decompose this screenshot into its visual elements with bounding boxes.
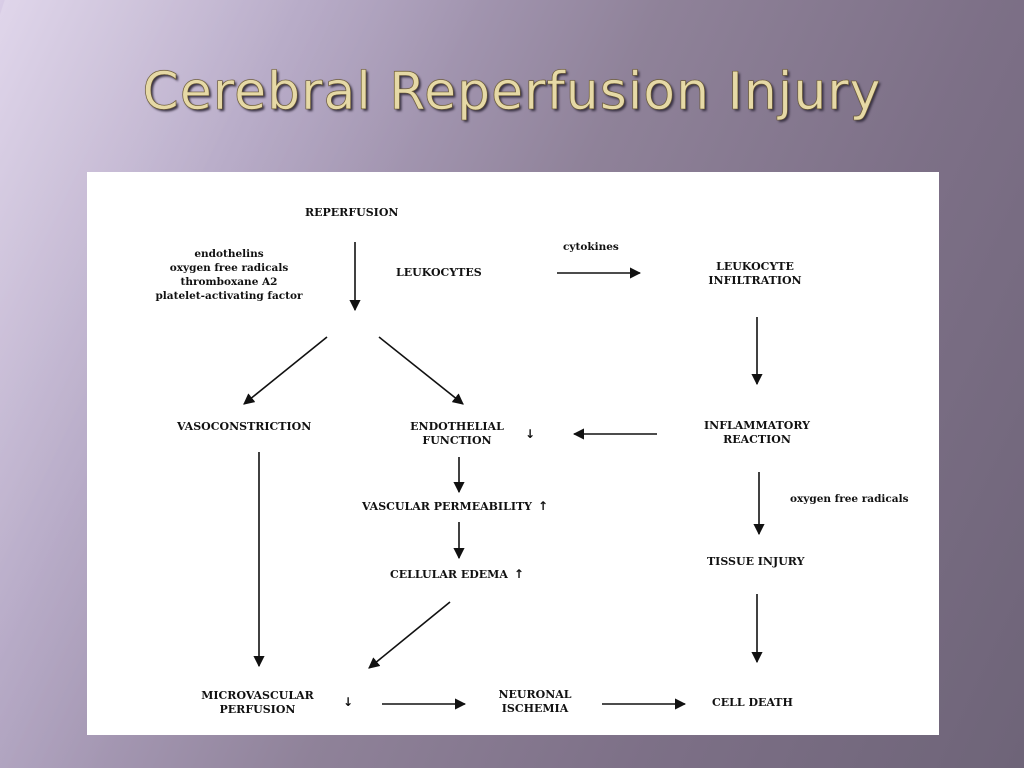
node-vasoconstriction-label: VASOCONSTRICTION (177, 420, 312, 433)
cellular-edema-increase-arrow: ↑ (513, 567, 524, 581)
node-vascular-permeability-label: VASCULAR PERMEABILITY (362, 500, 533, 513)
diagram-panel: REPERFUSION endothelins oxygen free radi… (87, 172, 939, 735)
node-reperfusion-label: REPERFUSION (305, 206, 399, 219)
note-cytokines-label: cytokines (563, 241, 619, 253)
node-neuronal-ischemia: NEURONAL ISCHEMIA (485, 688, 585, 716)
node-cell-death: CELL DEATH (712, 696, 793, 710)
endothelial-decrease-arrow: ↓ (525, 427, 536, 441)
microvascular-decrease-arrow: ↓ (343, 695, 354, 709)
node-leukocytes-label: LEUKOCYTES (396, 266, 482, 279)
vascular-permeability-increase-arrow: ↑ (538, 499, 549, 513)
note-oxygen-free-radicals: oxygen free radicals (790, 492, 909, 506)
note-cytokines: cytokines (563, 240, 619, 254)
node-inflammatory-line1: INFLAMMATORY (704, 419, 810, 432)
endothelial-decrease-mark: ↓ (519, 427, 535, 442)
note-mediators: endothelins oxygen free radicals thrombo… (149, 247, 309, 303)
slide-title: Cerebral Reperfusion Injury (142, 62, 882, 123)
node-tissue-injury: TISSUE INJURY (707, 555, 804, 569)
node-cell-death-label: CELL DEATH (712, 696, 793, 709)
node-microvascular-perfusion: MICROVASCULAR PERFUSION (195, 689, 320, 717)
node-neuronal-line1: NEURONAL (498, 688, 572, 701)
node-inflammatory-reaction: INFLAMMATORY REACTION (692, 419, 822, 447)
arrow-to-vasoconstriction (243, 336, 328, 405)
arrow-edema-to-microvascular (368, 601, 451, 669)
node-neuronal-line2: ISCHEMIA (501, 702, 569, 715)
node-leukocyte-infiltration: LEUKOCYTE INFILTRATION (695, 260, 815, 288)
node-microvascular-line2: PERFUSION (219, 703, 296, 716)
node-endothelial-line1: ENDOTHELIAL (410, 420, 504, 433)
note-mediator-3: thromboxane A2 (180, 276, 278, 288)
microvascular-decrease-mark: ↓ (337, 695, 353, 710)
node-endothelial-line2: FUNCTION (422, 434, 492, 447)
node-leukocyte-infiltration-line1: LEUKOCYTE (716, 260, 794, 273)
arrow-layer (243, 242, 765, 710)
node-reperfusion: REPERFUSION (305, 206, 398, 220)
note-oxygen-free-radicals-label: oxygen free radicals (790, 493, 909, 505)
note-mediator-1: endothelins (194, 248, 264, 260)
node-inflammatory-line2: REACTION (723, 433, 791, 446)
node-vasoconstriction: VASOCONSTRICTION (177, 420, 311, 434)
note-mediator-2: oxygen free radicals (169, 262, 289, 274)
node-leukocytes: LEUKOCYTES (396, 266, 482, 280)
arrow-to-endothelial (378, 336, 464, 405)
node-cellular-edema-label: CELLULAR EDEMA (390, 568, 508, 581)
node-cellular-edema: CELLULAR EDEMA ↑ (390, 567, 524, 582)
node-endothelial-function: ENDOTHELIAL FUNCTION (397, 420, 517, 448)
node-vascular-permeability: VASCULAR PERMEABILITY ↑ (362, 499, 548, 514)
note-mediator-4: platelet-activating factor (155, 290, 303, 302)
node-microvascular-line1: MICROVASCULAR (201, 689, 314, 702)
node-leukocyte-infiltration-line2: INFILTRATION (708, 274, 802, 287)
node-tissue-injury-label: TISSUE INJURY (707, 555, 805, 568)
